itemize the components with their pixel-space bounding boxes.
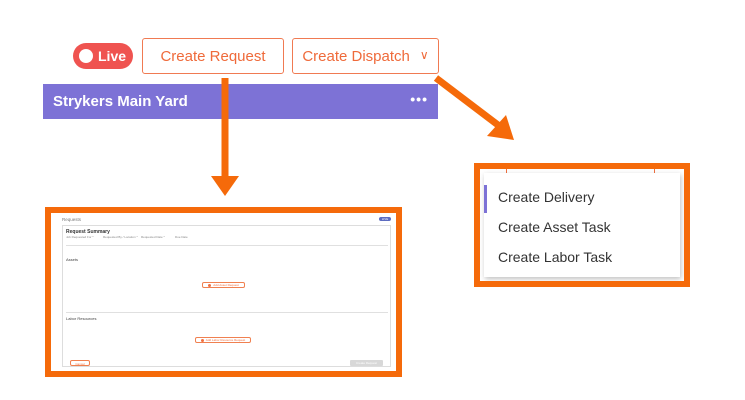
more-options-icon[interactable]: ••• bbox=[410, 91, 428, 107]
create-request-label: Create Request bbox=[160, 47, 266, 65]
plus-icon bbox=[200, 338, 204, 342]
request-form: Request Summary Job Requested For * Requ… bbox=[62, 225, 391, 367]
dispatch-dropdown-menu: Create Delivery Create Asset Task Create… bbox=[484, 173, 680, 277]
menu-item-create-asset-task[interactable]: Create Asset Task bbox=[498, 219, 611, 235]
create-dispatch-button[interactable]: Create Dispatch ∨ bbox=[292, 38, 439, 74]
add-labor-request-button[interactable]: Add Labor Resource Request bbox=[195, 337, 251, 343]
create-request-button[interactable]: Create Request bbox=[142, 38, 284, 74]
cancel-button[interactable]: Cancel bbox=[70, 360, 90, 366]
add-labor-request-label: Add Labor Resource Request bbox=[205, 338, 246, 342]
divider bbox=[66, 245, 388, 246]
requested-by-field[interactable]: Requested By / Location * bbox=[103, 235, 138, 239]
yard-title: Strykers Main Yard bbox=[53, 93, 188, 110]
menu-item-create-delivery[interactable]: Create Delivery bbox=[498, 189, 595, 205]
requested-date-field[interactable]: Requested Date * bbox=[141, 235, 165, 239]
request-panel-callout: Requests LIVE Request Summary Job Reques… bbox=[45, 207, 402, 377]
due-date-field[interactable]: Due Date bbox=[175, 235, 188, 239]
add-asset-request-label: Add Asset Request bbox=[213, 283, 239, 287]
chevron-down-icon: ∨ bbox=[419, 48, 429, 62]
menu-item-create-labor-task[interactable]: Create Labor Task bbox=[498, 249, 613, 265]
labor-section-label: Labor Resources bbox=[66, 316, 97, 321]
yard-header: Strykers Main Yard ••• bbox=[43, 84, 438, 119]
request-panel: Requests LIVE Request Summary Job Reques… bbox=[60, 217, 393, 369]
divider bbox=[506, 169, 507, 175]
divider bbox=[654, 169, 655, 175]
request-summary-title: Request Summary bbox=[66, 229, 110, 235]
request-window-title: Requests bbox=[62, 217, 82, 222]
live-dot-icon bbox=[79, 49, 93, 63]
live-label: Live bbox=[98, 48, 127, 64]
plus-icon bbox=[208, 283, 212, 287]
assets-section-label: Assets bbox=[66, 257, 79, 262]
create-dispatch-label: Create Dispatch bbox=[302, 47, 410, 65]
job-field[interactable]: Job Requested For * bbox=[66, 235, 94, 239]
dispatch-menu-callout: Create Delivery Create Asset Task Create… bbox=[474, 163, 690, 287]
divider bbox=[66, 312, 388, 313]
live-badge[interactable]: Live bbox=[73, 43, 133, 69]
create-request-submit-button[interactable]: Create Request bbox=[350, 360, 383, 366]
arrow-to-dispatch-menu bbox=[433, 75, 514, 140]
request-live-badge: LIVE bbox=[379, 217, 391, 221]
menu-accent-bar bbox=[484, 185, 487, 213]
add-asset-request-button[interactable]: Add Asset Request bbox=[202, 282, 245, 288]
